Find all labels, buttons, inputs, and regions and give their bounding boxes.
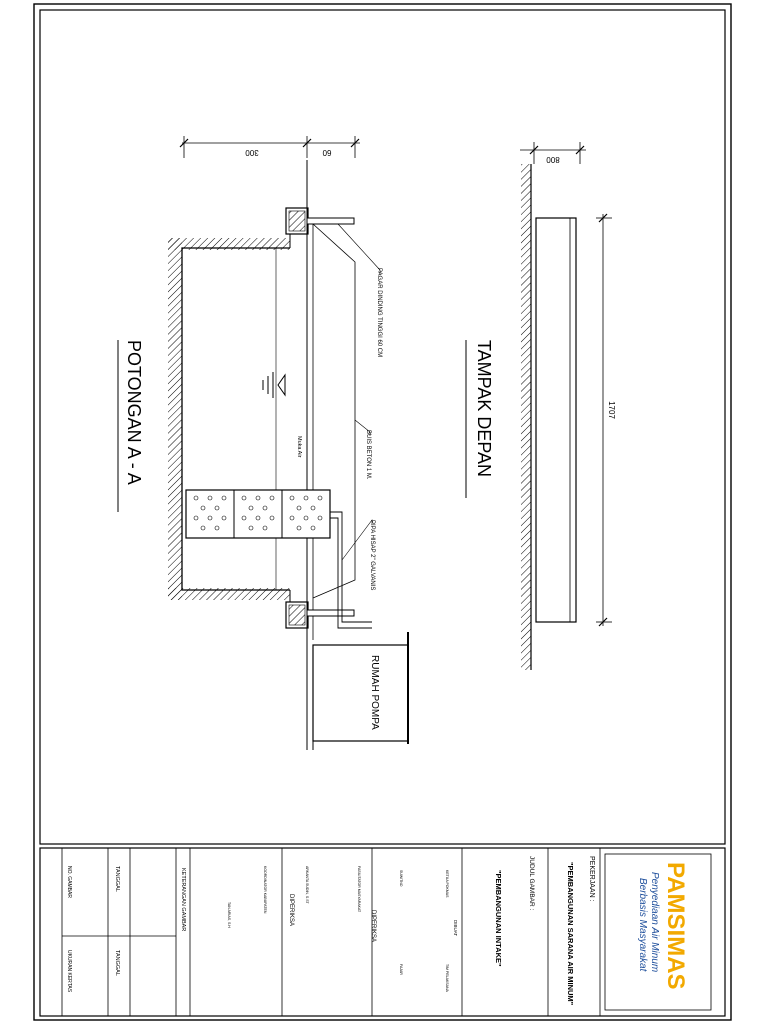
name-suwitno: SUWITNO [399, 870, 403, 887]
pipe-label: PIPA HISAP 2" GALVANIS [369, 520, 375, 590]
dimension-1707: 1707 [596, 213, 616, 627]
made-by-label: DIBUAT [453, 920, 458, 936]
earth-hatch [168, 238, 290, 600]
front-title: TAMPAK DEPAN [474, 340, 494, 477]
leader-lines [337, 223, 381, 561]
checked-by-label-2: DIPERIKSA [288, 894, 294, 926]
community-facilitator-label: FASILITATOR MASYARAKAT [357, 866, 361, 913]
title-block: PAMSIMAS Penyediaan Air Minum Berbasis M… [39, 847, 726, 1017]
executor-label: TIM PELAKSANA [445, 964, 449, 992]
intake-basin [181, 230, 291, 610]
logo-tagline-1: Penyediaan Air Minum [649, 872, 660, 972]
water-level-label: Muka Air [296, 436, 302, 458]
name-tan-arias: TAN ARIAS, S.H [227, 902, 231, 928]
drawing-title-value: "PEMBANGUNAN INTAKE" [494, 870, 503, 967]
ground-slab [306, 160, 356, 750]
outer-border [33, 3, 732, 1021]
front-earth-hatch [521, 164, 532, 670]
drawing-title-label: JUDUL GAMBAR : [528, 856, 535, 910]
dimension-1707-label: 1707 [607, 401, 616, 419]
pump-house-label: RUMAH POMPA [369, 655, 380, 730]
checked-by-label-1: DIPERIKSA [370, 910, 376, 942]
pump-house: RUMAH POMPA [312, 632, 409, 750]
dimension-60-label: 60 [322, 148, 331, 157]
dimension-300-label: 300 [245, 148, 259, 157]
name-fajar: FAJAR [399, 964, 403, 975]
date-label-2: TANGGAL [114, 950, 120, 976]
logo-text: PAMSIMAS [662, 862, 689, 990]
front-wall [535, 217, 577, 623]
dimension-top: 300 60 [179, 136, 360, 158]
paper-size-label: UKURAN KERTAS [66, 950, 72, 993]
drawing-notes-label: KETERANGAN GAMBAR [180, 868, 186, 931]
job-label: PEKERJAAN : [588, 856, 595, 902]
suction-pipe [330, 511, 372, 629]
district-coordinator-label: KOORDINATOR KABUPATEN [263, 866, 267, 914]
section-view: 300 60 [117, 136, 409, 750]
fence-wall-bottom [285, 601, 309, 629]
logo-tagline-2: Berbasis Masyarakat [637, 878, 648, 973]
water-level-symbol: Muka Air [262, 372, 302, 458]
front-view: 800 1707 TAMPAK DEPAN [465, 142, 616, 670]
drawing-number-label: NO. GAMBAR [66, 866, 72, 898]
date-label-1: TANGGAL [114, 866, 120, 892]
name-arkanta: ARKANTA SUDIN, S.ST [305, 866, 309, 905]
pokmas-head-label: KETUA POKMAS [445, 870, 449, 898]
job-value: "PEMBANGUNAN SARANA AIR MINUM" [566, 862, 575, 1006]
drawing-frame [39, 9, 726, 845]
fence-wall-label: PAGAR DINDING TINGGI 60 CM [376, 268, 382, 357]
culvert-label: BUIS BETON 1 M. [365, 430, 371, 480]
section-title: POTONGAN A - A [124, 340, 144, 485]
pamsimas-logo: PAMSIMAS Penyediaan Air Minum Berbasis M… [604, 853, 712, 1011]
dimension-800-label: 800 [546, 155, 560, 164]
concrete-culvert [185, 489, 331, 539]
dimension-800: 800 [520, 142, 586, 164]
fence-wall-top [285, 207, 309, 235]
